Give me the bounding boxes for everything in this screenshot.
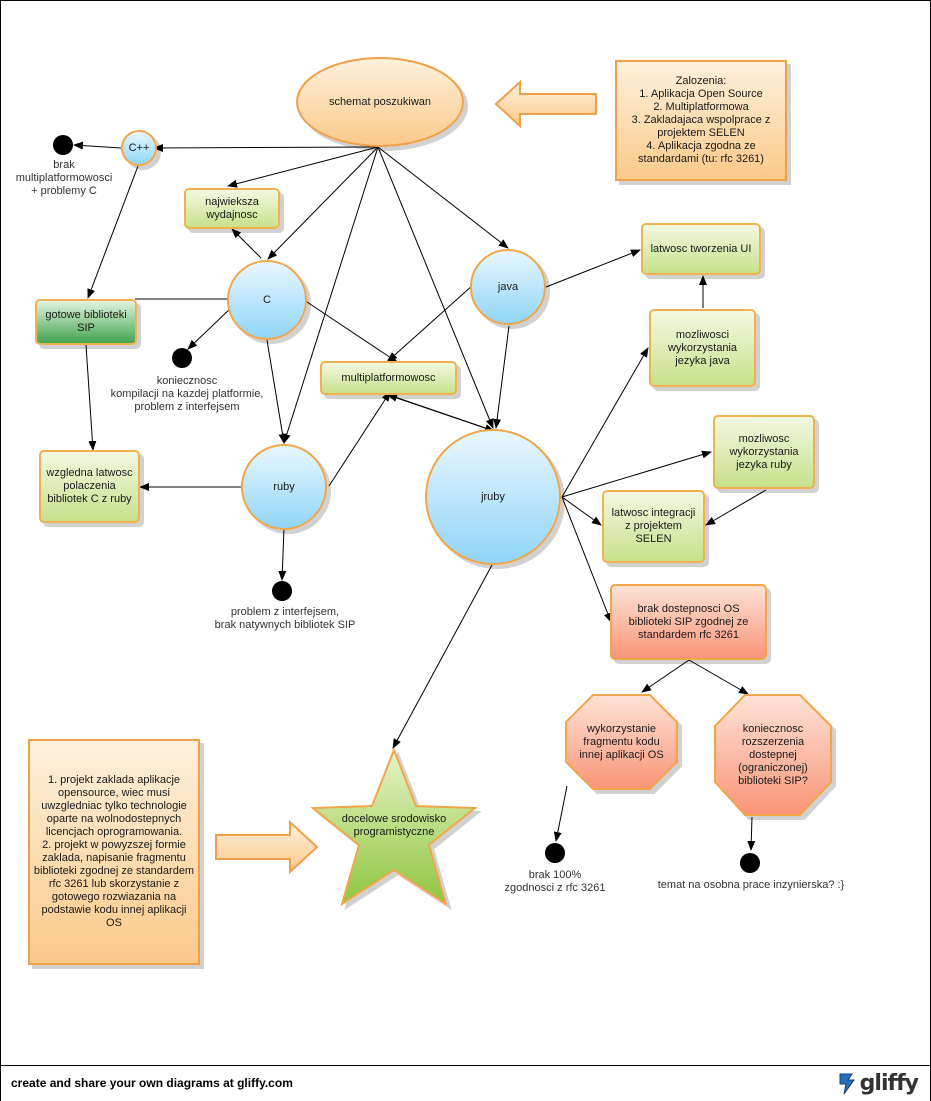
wykorzystanie-label: wykorzystanie fragmentu kodu innej aplik…	[579, 722, 664, 761]
edge-java-jruby	[493, 325, 510, 429]
footer: create and share your own diagrams at gl…	[1, 1065, 930, 1101]
schemat-label: schemat poszukiwan	[328, 95, 432, 108]
brak-multi-note: brak multiplatformowosci + problemy C	[15, 159, 113, 197]
gotowe-box	[35, 299, 137, 345]
jruby-circle	[425, 429, 561, 565]
block-arrow-left	[494, 79, 597, 129]
wzgledna-box	[39, 450, 140, 523]
edge-c-dot	[187, 307, 232, 350]
edge-schemat-najwieksza	[227, 146, 379, 188]
footer-link[interactable]: create and share your own diagrams at gl…	[11, 1076, 293, 1090]
dot-c	[172, 348, 192, 368]
edge-gotowe-wzgledna	[85, 344, 97, 451]
edge-cpp-gotowe	[87, 165, 139, 299]
schemat-ellipse	[296, 57, 464, 147]
dot-cpp	[53, 135, 73, 155]
gliffy-logo[interactable]: gliffy	[836, 1068, 919, 1098]
docelowe-label: docelowe srodowisko programistyczne	[341, 813, 447, 838]
edge-brak-wykorzystanie	[641, 659, 690, 693]
java-label: java	[497, 280, 519, 293]
wykorzystanie-octagon	[565, 694, 678, 790]
latwosc-ui-box	[641, 223, 761, 275]
edge-jruby-docelowe	[392, 564, 493, 749]
edge-ruby-dot	[278, 527, 287, 581]
edge-mozliwosc-integracja	[705, 489, 767, 526]
temat-note: temat na osobna prace inzynierska? :}	[657, 879, 845, 891]
edge-java-multi	[387, 284, 474, 362]
cpp-circle	[121, 130, 157, 166]
gliffy-logo-icon	[839, 1073, 855, 1095]
docelowe-star	[310, 747, 478, 907]
edge-jruby-brak	[561, 496, 612, 623]
ruby-circle	[241, 444, 327, 530]
edge-schemat-cpp	[153, 143, 379, 152]
edge-c-multi	[303, 299, 398, 363]
koniecznosc-komp-note: koniecznosc kompilacji na kazdej platfor…	[110, 375, 264, 413]
projekt-note-box	[28, 739, 200, 965]
dot-ruby	[272, 581, 292, 601]
ruby-label: ruby	[273, 480, 295, 493]
wzgledna-label: wzgledna latwosc polaczenia bibliotek C …	[46, 467, 133, 505]
edge-ruby-multi	[328, 391, 391, 487]
c-circle	[227, 260, 307, 340]
edge-jruby-ruby	[561, 450, 712, 498]
gliffy-logo-text: gliffy	[859, 1070, 919, 1096]
zalozenia-box	[615, 60, 787, 181]
block-arrow-right	[215, 819, 319, 875]
mozliwosci-java-box	[649, 309, 756, 387]
latwosc-integracji-label: latwosc integracji z projektem SELEN	[611, 507, 696, 545]
edge-schemat-java	[377, 146, 509, 249]
edge-c-najwieksza	[231, 228, 262, 259]
edge-cpp-brak	[73, 141, 122, 150]
connectors	[73, 141, 767, 851]
edge-jruby-mozliwosci	[561, 347, 649, 498]
edge-jruby-multi	[387, 394, 495, 432]
edge-schemat-c	[267, 146, 379, 260]
dot-koniecznosc	[740, 853, 760, 873]
edge-c-ruby	[266, 339, 287, 444]
multiplatformowosc-label: multiplatformowosc	[341, 371, 436, 384]
gotowe-label: gotowe biblioteki SIP	[45, 309, 127, 334]
projekt-note-label: 1. projekt zaklada aplikacje opensource,…	[33, 774, 195, 929]
multiplatformowosc-box	[320, 361, 457, 395]
edge-brak-koniecznosc	[688, 659, 749, 695]
latwosc-ui-label: latwosc tworzenia UI	[650, 242, 752, 255]
problem-interfejs-note: problem z interfejsem, brak natywnych bi…	[214, 606, 356, 631]
dot-wykorzystanie	[545, 843, 565, 863]
najwieksza-box	[184, 188, 280, 229]
c-label: C	[263, 293, 271, 306]
mozliwosci-java-label: mozliwosci wykorzystania jezyka java	[667, 328, 738, 367]
koniecznosc-rozsz-label: koniecznosc rozszerzenia dostepnej (ogra…	[738, 722, 808, 787]
brak-100-note: brak 100% zgodnosci z rfc 3261	[504, 869, 606, 894]
brak-os-label: brak dostepnosci OS biblioteki SIP zgodn…	[628, 602, 749, 641]
cpp-label: C++	[128, 141, 150, 154]
koniecznosc-octagon	[714, 694, 832, 816]
edge-schemat-ruby	[282, 146, 379, 444]
latwosc-integracji-box	[602, 490, 705, 563]
edge-wykorzystanie-dot	[553, 785, 568, 842]
mozliwosc-ruby-label: mozliwosc wykorzystania jezyka ruby	[729, 432, 799, 471]
brak-os-box	[610, 584, 767, 660]
java-circle	[470, 249, 546, 325]
jruby-label: jruby	[481, 490, 505, 503]
edge-schemat-jruby	[377, 146, 494, 429]
edge-jruby-integracja	[561, 496, 602, 526]
zalozenia-label: Zalozenia: 1. Aplikacja Open Source 2. M…	[631, 75, 771, 165]
edge-koniecznosc-dot	[747, 816, 756, 851]
najwieksza-label: najwieksza wydajnosc	[205, 195, 259, 221]
edge-java-ui	[545, 249, 641, 288]
mozliwosc-ruby-box	[713, 415, 815, 489]
